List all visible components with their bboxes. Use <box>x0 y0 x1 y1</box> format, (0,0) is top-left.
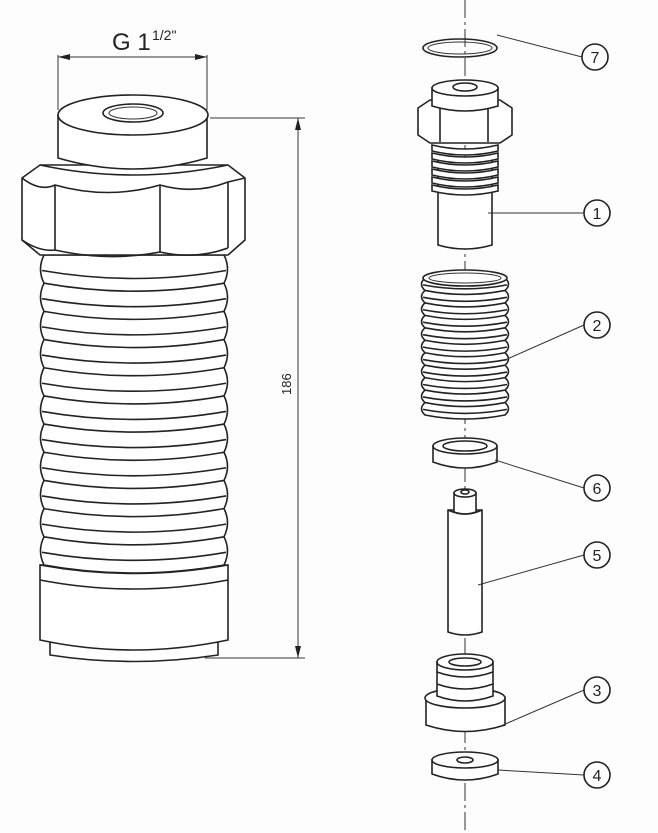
part-number: 6 <box>593 481 602 498</box>
bellows-rib <box>420 302 510 321</box>
bellows-rib <box>39 366 229 405</box>
part-balloon-3: 3 <box>502 676 611 726</box>
part-4-disc <box>431 751 499 781</box>
bellows-rib <box>39 310 229 349</box>
part-balloons: 1 2 3 4 5 6 7 <box>477 34 611 789</box>
leader-line <box>502 689 585 726</box>
bellows-rib <box>420 327 510 346</box>
bellows-rib <box>39 282 229 321</box>
top-cap <box>57 94 209 170</box>
part-7-o-ring <box>422 38 498 58</box>
part-number: 3 <box>593 683 602 700</box>
part-2-bellows <box>420 269 510 420</box>
part-balloon-1: 1 <box>488 199 611 227</box>
exploded-view: 1 2 3 4 5 6 7 <box>417 0 611 833</box>
part-3-seat <box>424 653 506 733</box>
leader-line <box>494 459 585 489</box>
part-1-fitting <box>417 79 513 250</box>
part-number: 5 <box>593 548 602 565</box>
part-balloon-2: 2 <box>504 311 611 361</box>
length-dimension: 186 <box>205 117 305 659</box>
part-5-pin <box>447 488 483 636</box>
thread-fraction-label: 1/2" <box>152 27 176 43</box>
leader-line <box>477 554 585 586</box>
bellows-rib <box>39 451 229 490</box>
part-number: 2 <box>593 318 602 335</box>
part-balloon-6: 6 <box>494 459 611 502</box>
bellows-rib <box>39 479 229 518</box>
part-number: 4 <box>593 768 602 785</box>
part-number: 7 <box>591 50 600 67</box>
leader-line <box>497 769 585 776</box>
thread-size-label: G 1 <box>112 29 151 56</box>
bellows-rib <box>39 395 229 433</box>
bellows-rib <box>39 338 229 377</box>
bellows-rib <box>420 401 510 420</box>
leader-line <box>496 34 583 58</box>
bellows-rib <box>39 507 229 546</box>
assembled-view: G 1 1/2" 186 <box>21 27 305 663</box>
bottom-collar <box>39 564 229 663</box>
part-balloon-5: 5 <box>477 541 611 586</box>
part-number: 1 <box>593 206 602 223</box>
bellows-rib <box>39 254 229 292</box>
bellows-rib <box>39 423 229 462</box>
bellows-rib <box>420 339 510 358</box>
length-label: 186 <box>279 373 294 395</box>
bellows-rib <box>420 364 510 383</box>
bellows-rib <box>420 376 510 395</box>
leader-line <box>504 324 585 361</box>
bellows-body <box>39 254 229 574</box>
bellows-rib <box>39 536 229 574</box>
bellows-rib <box>420 289 510 308</box>
hex-nut <box>21 164 246 258</box>
bellows-rib <box>420 389 510 408</box>
bellows-rib <box>420 314 510 333</box>
part-balloon-7: 7 <box>496 34 609 71</box>
width-dimension: G 1 1/2" <box>57 27 208 110</box>
part-balloon-4: 4 <box>497 761 611 789</box>
part-6-bushing <box>432 437 498 469</box>
